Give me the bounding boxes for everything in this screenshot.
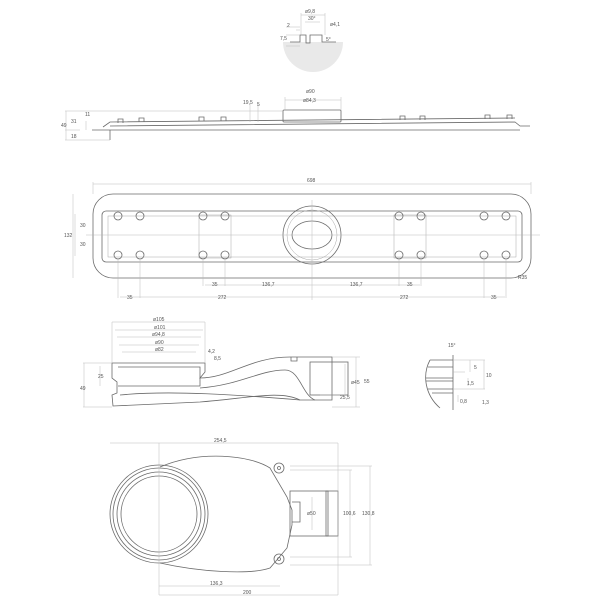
dim-label: 132 [64,233,73,239]
dim-label: ø90 [306,89,315,95]
dim-label: 5 [474,365,477,371]
dim-label: ø82 [155,347,164,353]
plan-view: 698 132 30 30 R35 35 136,7 136,7 35 35 2… [64,178,540,301]
dim-label: 1,5 [467,381,474,387]
dim-label: 7,5 [280,36,287,42]
dim-label: 1,3 [482,400,489,406]
dim-label: 136,7 [350,282,363,288]
dim-label: 136,7 [262,282,275,288]
dim-label: 0,8 [460,399,467,405]
dim-label: ø101 [154,325,166,331]
dim-label: 30 [80,242,86,248]
dim-label: 11 [85,112,90,118]
dim-label: 19,5 [243,100,253,106]
dim-label: 698 [307,178,316,184]
dim-label: 31 [71,119,77,125]
dim-label: ø4,1 [330,22,340,28]
dim-label: 272 [400,295,409,301]
right-detail: 15° 5 10 1,5 1,3 0,8 [425,343,492,410]
dim-label: ø90 [155,340,164,346]
dim-label: 254,5 [214,438,227,444]
dim-label: 49 [61,123,67,129]
dim-label: 49 [80,386,86,392]
dim-label: ø50 [307,511,316,517]
dim-label: ø105 [153,317,165,323]
dim-label: 35 [407,282,413,288]
dim-label: 25,5 [340,395,350,401]
dim-label: 5 [257,102,260,108]
dim-label: 272 [218,295,227,301]
dim-label: 100,6 [343,511,356,517]
dim-label: 18 [71,134,77,140]
dim-label: 25 [98,374,104,380]
dim-label: 55 [364,379,370,385]
dim-label: 30° [308,16,316,22]
dim-label: 8,5 [214,356,221,362]
dim-label: ø94,8 [152,332,165,338]
dim-label: 136,3 [210,581,223,587]
top-detail: ø9,8 30° ø4,1 2 7,5 5° [280,9,343,72]
dim-label: R35 [518,275,527,281]
dim-label: 35 [212,282,218,288]
dim-label: 130,8 [362,511,375,517]
dim-label: 35 [491,295,497,301]
bottom-view: 254,5 ø50 100,6 130,8 136,3 200 [109,438,375,596]
dim-label: 200 [243,590,252,596]
dim-label: ø84,3 [303,98,316,104]
dim-label: 2 [287,23,290,29]
dim-label: 10 [486,373,492,379]
dim-label: ø45 [351,380,360,386]
dim-label: ø9,8 [305,9,315,15]
dim-label: 5° [326,37,331,43]
section-view: ø105 ø101 ø94,8 ø90 ø82 4,2 8,5 25 49 ø4… [80,317,370,408]
dim-label: 35 [127,295,133,301]
dim-label: 15° [448,343,456,349]
side-view: ø90 ø84,3 19,5 5 11 31 49 18 [61,89,530,141]
dim-label: 30 [80,223,86,229]
dim-label: 4,2 [208,349,215,355]
